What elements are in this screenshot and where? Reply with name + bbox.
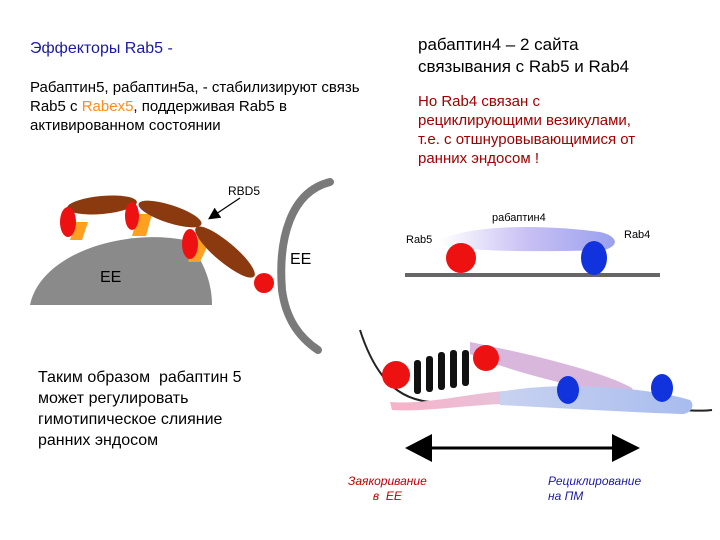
rabaptin5-rod (138, 200, 202, 228)
rabaptin4-upper (470, 342, 634, 397)
recycling-caption: Рециклирование на ПМ (548, 474, 642, 503)
rab5-protein-lower (382, 361, 410, 389)
rab4-note: Но Rab4 связан с рециклирующими везикула… (418, 93, 636, 167)
rab5-protein-top (446, 243, 476, 273)
rab5-protein (60, 207, 76, 237)
rab4-protein-top (581, 241, 607, 275)
rab5-label: Rab5 (406, 234, 432, 246)
rabaptin-bar (450, 350, 457, 388)
desc-before: Рабаптин5, рабаптин5а, - стабилизируют с… (30, 79, 360, 115)
anchoring-caption: Заякоривание в ЕЕ (348, 474, 427, 503)
slide-title: Эффекторы Rab5 - (30, 40, 173, 57)
rbd5-label: RBD5 (228, 184, 260, 198)
left-endosome (30, 237, 212, 305)
rab5-protein (125, 202, 139, 230)
rab4-label: Rab4 (624, 229, 650, 241)
rbd5-pointer (208, 197, 241, 220)
rabaptin-bar (414, 360, 421, 394)
double-arrow-left-head (405, 434, 432, 462)
ee-left-label: EE (100, 269, 121, 286)
rab5-protein (182, 229, 198, 259)
rabex5-highlight: Rabex5 (81, 98, 134, 115)
rab4-protein-lower (557, 376, 579, 404)
ee-right-label: EE (290, 251, 311, 268)
rabaptin4-molecule (440, 227, 615, 252)
rabaptin-bar (426, 356, 433, 392)
conclusion-text: Таким образом рабаптин 5 может регулиров… (38, 369, 242, 449)
rabaptin4-label: рабаптин4 (492, 212, 546, 224)
rabaptin4-heading: рабаптин4 – 2 сайта связывания с Rab5 и … (418, 35, 630, 76)
rabaptin4-lower (500, 386, 693, 414)
rab5-protein (254, 273, 274, 293)
right-endosome-membrane (277, 178, 334, 354)
double-arrow-right-head (612, 434, 640, 462)
rabaptin5-rod (67, 195, 137, 215)
rabaptin5-description: Рабаптин5, рабаптин5а, - стабилизируют с… (30, 78, 380, 135)
rab5-protein-lower-b (473, 345, 499, 371)
rabaptin-bar (462, 350, 469, 386)
desc-after: , поддерживая Rab5 в активированном сост… (30, 98, 287, 134)
rabaptin-bar (438, 352, 445, 390)
rabaptin5-rod (195, 226, 255, 278)
rab4-protein-lower-b (651, 374, 673, 402)
